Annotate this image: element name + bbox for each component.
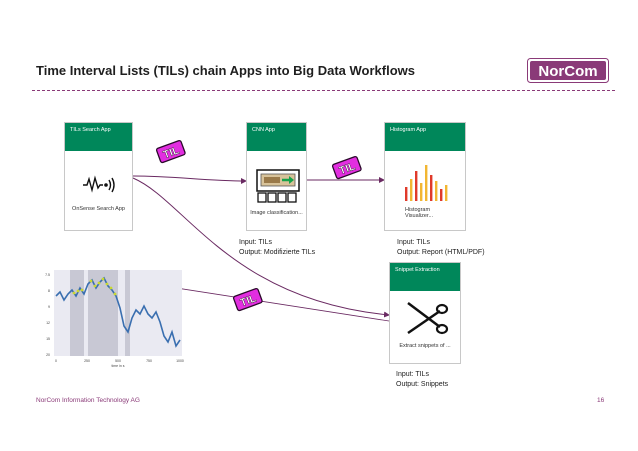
y-tick-label: 15 (46, 337, 50, 341)
x-tick-label: 1000 (176, 359, 184, 363)
y-tick-label: 9 (48, 305, 50, 309)
highlight-interval (70, 270, 84, 356)
io-output: Output: Snippets (396, 381, 449, 388)
highlight-interval (125, 270, 130, 356)
io-cnn: Input: TILs Output: Modifizierte TILs (239, 238, 315, 258)
io-output: Output: Modifizierte TILs (239, 249, 316, 256)
app-card-cnn[interactable]: CNN App Image classification... (246, 122, 307, 231)
app-header: CNN App (247, 123, 306, 151)
til-badge-1: TIL (155, 139, 186, 164)
slide-title: Time Interval Lists (TILs) chain Apps in… (36, 63, 415, 78)
page-number: 16 (597, 397, 605, 404)
app-header: Snippet Extraction (390, 263, 460, 291)
app-caption: OnSense Search App (72, 206, 125, 212)
highlight-markers (72, 277, 117, 296)
til-badge-text: TIL (162, 144, 182, 161)
til-badge-text: TIL (338, 160, 358, 177)
signal-line (55, 276, 181, 348)
norcom-logo: NorCom (527, 58, 609, 83)
title-divider (32, 90, 615, 91)
y-tick-label: 8 (48, 289, 50, 293)
scissors-icon (407, 302, 449, 335)
sensor-signal-icon (83, 175, 115, 193)
connector-search-to-snippet (132, 177, 390, 318)
til-badge-3: TIL (232, 287, 263, 312)
app-card-snippet-extraction[interactable]: Snippet Extraction Extract snippets of .… (389, 262, 461, 364)
io-snippet: Input: TILs Output: Snippets (396, 370, 448, 390)
til-badge-2: TIL (331, 155, 362, 180)
time-series-plot: 7.5 8 9 12 15 20 0 250 500 750 1000 time… (45, 270, 184, 368)
til-badge-text: TIL (239, 292, 259, 309)
app-caption: Histogram Visualizer... (405, 207, 434, 219)
y-tick-label: 20 (46, 353, 50, 357)
app-header: TILs Search App (65, 123, 132, 151)
x-tick-label: 0 (55, 359, 57, 363)
highlight-interval (88, 270, 118, 356)
x-tick-label: 500 (115, 359, 121, 363)
histogram-icon (405, 165, 448, 201)
x-axis-label: time in s (111, 364, 124, 368)
io-output: Output: Report (HTML/PDF) (397, 249, 485, 256)
connector-search-to-cnn (132, 175, 247, 184)
app-caption: Extract snippets of ... (399, 343, 451, 349)
io-input: Input: TILs (397, 239, 430, 246)
io-input: Input: TILs (396, 371, 429, 378)
app-header: Histogram App (385, 123, 465, 151)
logo-text: NorCom (538, 63, 597, 80)
app-caption: Image classification... (250, 210, 303, 216)
x-tick-label: 750 (146, 359, 152, 363)
app-card-histogram[interactable]: Histogram App Histogram Visualizer... (384, 122, 466, 231)
io-input: Input: TILs (239, 239, 272, 246)
app-card-tils-search[interactable]: TILs Search App OnSense Search App (64, 122, 133, 231)
x-tick-label: 250 (84, 359, 90, 363)
image-classification-icon (256, 169, 300, 203)
io-histogram: Input: TILs Output: Report (HTML/PDF) (397, 238, 485, 258)
y-tick-label: 12 (46, 321, 50, 325)
y-tick-label: 7.5 (45, 273, 50, 277)
footer-company: NorCom Information Technology AG (36, 397, 140, 404)
